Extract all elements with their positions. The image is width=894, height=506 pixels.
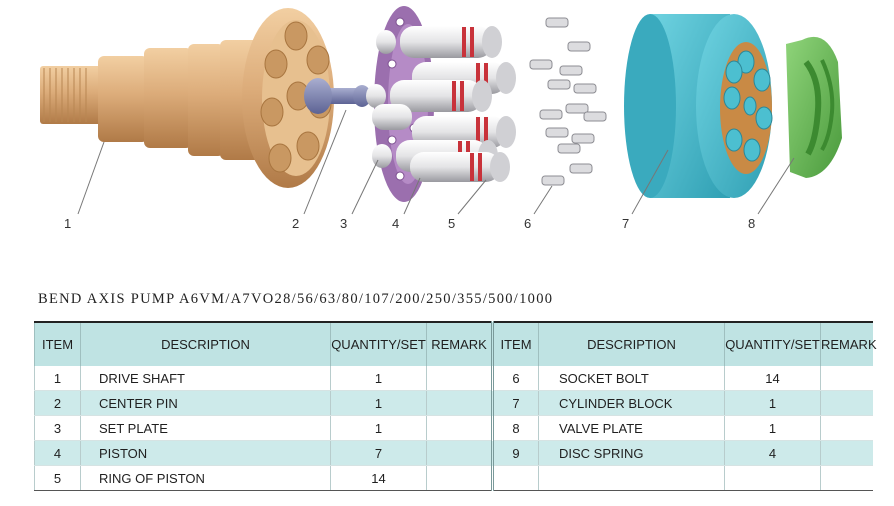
table-row: 4 PISTON 7 9 DISC SPRING 4 <box>34 440 873 466</box>
item-quantity <box>724 465 821 491</box>
item-number: 9 <box>491 440 539 466</box>
item-description: RING OF PISTON <box>80 465 331 491</box>
item-remark <box>820 415 873 441</box>
table-row: 2 CENTER PIN 1 7 CYLINDER BLOCK 1 <box>34 390 873 416</box>
item-remark <box>820 366 873 391</box>
table-header-row: ITEM DESCRIPTION QUANTITY/SET REMARK ITE… <box>34 321 877 366</box>
item-remark <box>426 440 493 466</box>
callout-1: 1 <box>64 216 72 231</box>
item-quantity: 14 <box>330 465 427 491</box>
item-description: DRIVE SHAFT <box>80 366 331 391</box>
item-quantity: 4 <box>724 440 821 466</box>
item-quantity: 1 <box>330 366 427 391</box>
item-remark <box>426 415 493 441</box>
callout-4: 4 <box>392 216 400 231</box>
piston-group <box>366 26 516 182</box>
item-remark <box>426 390 493 416</box>
header-remark: REMARK <box>820 321 877 366</box>
table-row: 1 DRIVE SHAFT 1 6 SOCKET BOLT 14 <box>34 366 873 391</box>
item-number <box>491 465 539 491</box>
piston <box>376 26 502 58</box>
item-number: 6 <box>491 366 539 391</box>
header-quantity: QUANTITY/SET <box>724 321 821 366</box>
header-item: ITEM <box>491 321 539 366</box>
item-remark <box>820 390 873 416</box>
item-number: 3 <box>34 415 81 441</box>
item-description: SET PLATE <box>80 415 331 441</box>
drive-shaft <box>40 8 334 188</box>
leader-lines <box>77 109 795 215</box>
item-remark <box>426 366 493 391</box>
exploded-parts-illustration <box>40 6 842 215</box>
item-quantity: 7 <box>330 440 427 466</box>
item-number: 5 <box>34 465 81 491</box>
item-description: VALVE PLATE <box>538 415 725 441</box>
socket-bolts <box>529 17 607 186</box>
item-quantity: 1 <box>724 390 821 416</box>
valve-plate <box>786 36 842 178</box>
piston <box>366 80 492 112</box>
item-description: DISC SPRING <box>538 440 725 466</box>
callout-5: 5 <box>448 216 456 231</box>
header-description: DESCRIPTION <box>538 321 725 366</box>
item-number: 1 <box>34 366 81 391</box>
callout-8: 8 <box>748 216 756 231</box>
item-remark <box>820 440 873 466</box>
item-description: PISTON <box>80 440 331 466</box>
center-pin <box>304 78 371 114</box>
callout-6: 6 <box>524 216 532 231</box>
item-quantity: 14 <box>724 366 821 391</box>
item-quantity: 1 <box>724 415 821 441</box>
item-description: CENTER PIN <box>80 390 331 416</box>
item-remark <box>426 465 493 491</box>
header-item: ITEM <box>34 321 81 366</box>
item-number: 7 <box>491 390 539 416</box>
document-title: BEND AXIS PUMP A6VM/A7VO28/56/63/80/107/… <box>38 291 554 307</box>
item-number: 4 <box>34 440 81 466</box>
header-quantity: QUANTITY/SET <box>330 321 427 366</box>
item-description: SOCKET BOLT <box>538 366 725 391</box>
header-description: DESCRIPTION <box>80 321 331 366</box>
item-number: 8 <box>491 415 539 441</box>
header-remark: REMARK <box>426 321 493 366</box>
item-quantity: 1 <box>330 390 427 416</box>
item-number: 2 <box>34 390 81 416</box>
table-row: 3 SET PLATE 1 8 VALVE PLATE 1 <box>34 415 873 441</box>
table-row: 5 RING OF PISTON 14 <box>34 465 873 491</box>
parts-table: ITEM DESCRIPTION QUANTITY/SET REMARK ITE… <box>34 321 877 491</box>
callout-7: 7 <box>622 216 630 231</box>
piston <box>410 152 510 182</box>
item-quantity: 1 <box>330 415 427 441</box>
cylinder-block <box>624 14 773 198</box>
item-description: CYLINDER BLOCK <box>538 390 725 416</box>
callout-2: 2 <box>292 216 300 231</box>
item-remark <box>820 465 873 491</box>
piston <box>372 104 412 130</box>
item-description <box>538 465 725 491</box>
callout-3: 3 <box>340 216 348 231</box>
